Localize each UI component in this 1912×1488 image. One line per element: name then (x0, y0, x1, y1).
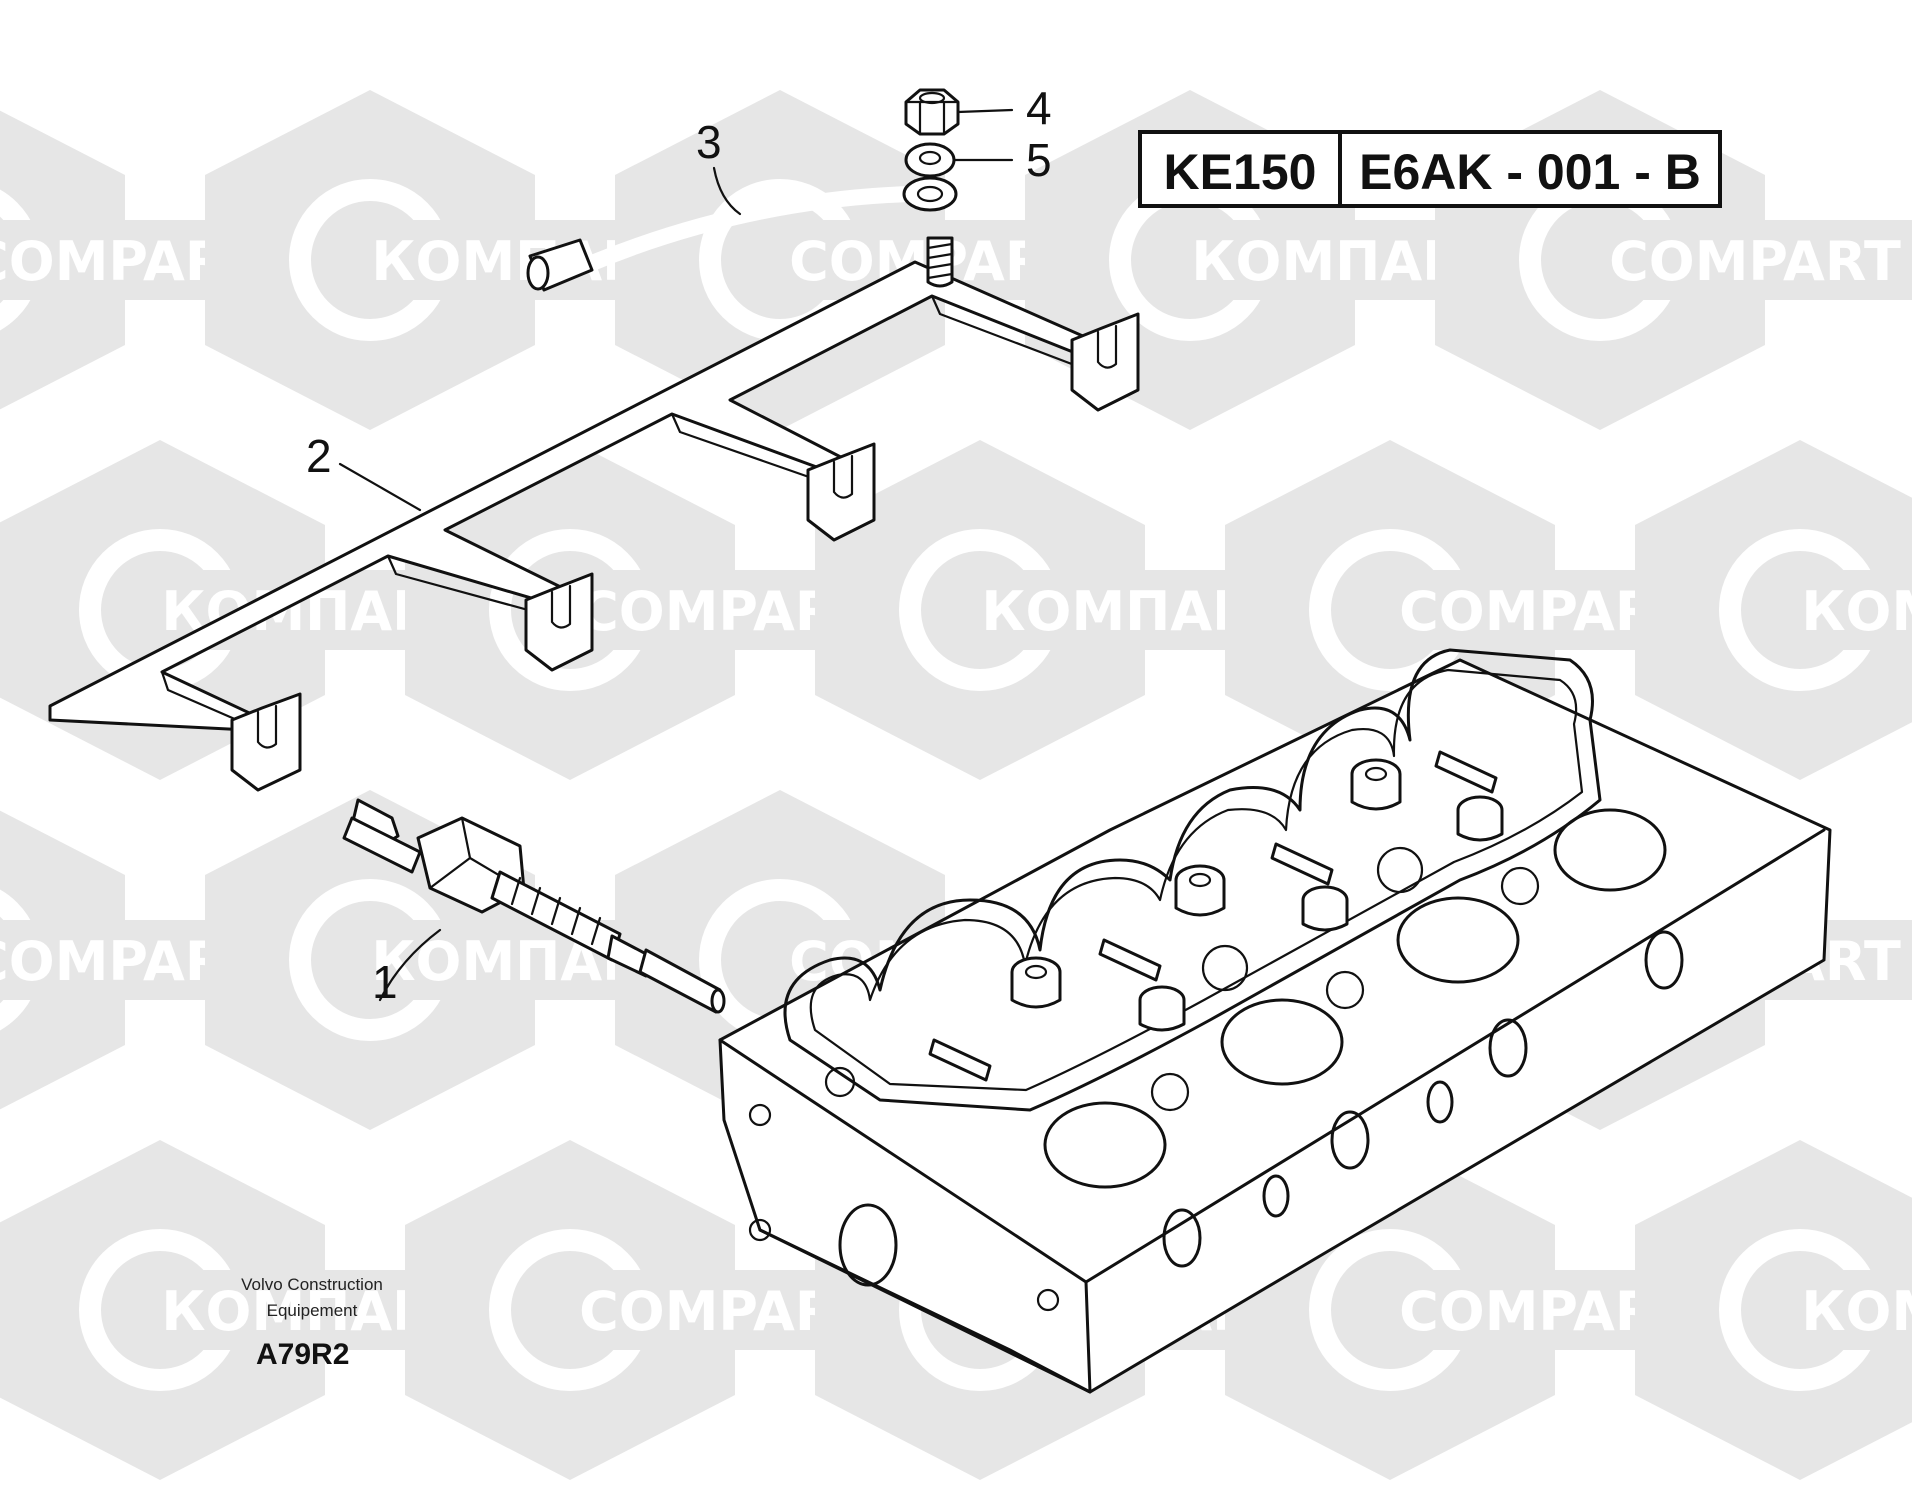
watermark-text: COMPART (1609, 230, 1901, 293)
cylinder-head (718, 648, 1832, 1394)
reference-code: A79R2 (256, 1338, 349, 1371)
bus-bar-tab (1070, 312, 1140, 412)
threaded-stud (926, 236, 954, 288)
bus-bar-tab (806, 442, 876, 542)
callout-3: 3 (696, 116, 722, 168)
maker-line-1: Volvo Construction (241, 1275, 383, 1294)
head-boss (1301, 885, 1349, 932)
watermark-logo: КОМПАРТ (1635, 1140, 1912, 1480)
glow-plug-part-1[interactable] (342, 798, 726, 1014)
callout-1: 1 (372, 956, 398, 1008)
head-boss (1138, 985, 1186, 1032)
head-boss (1350, 758, 1402, 811)
cable-part-3[interactable] (526, 176, 958, 292)
leader-lines (338, 108, 1014, 1002)
bus-bar-part-2[interactable] (48, 236, 1140, 792)
model-code: KE150 (1164, 144, 1317, 200)
head-boss (1456, 795, 1504, 842)
callout-2: 2 (306, 430, 332, 482)
watermark-text: КОМПАРТ (1801, 580, 1912, 643)
callout-5: 5 (1026, 134, 1052, 186)
bus-bar-tab (230, 692, 302, 792)
callout-4: 4 (1026, 82, 1052, 134)
maker-line-2: Equipement (267, 1301, 358, 1320)
bus-bar-tab (524, 572, 594, 672)
head-boss (1010, 956, 1062, 1009)
drawing-code: E6AK - 001 - B (1359, 144, 1701, 200)
title-box: KE150 E6AK - 001 - B (1138, 130, 1722, 208)
washer-part-5[interactable] (904, 142, 956, 178)
head-boss (1174, 864, 1226, 917)
watermark-text: КОМПАРТ (1801, 1280, 1912, 1343)
watermark-logo: КОМПАРТ (1635, 440, 1912, 780)
nut-part-4[interactable] (904, 88, 960, 136)
